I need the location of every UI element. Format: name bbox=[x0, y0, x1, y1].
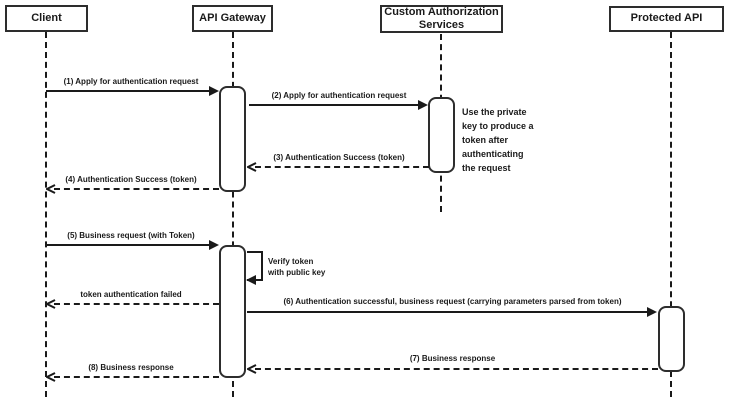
actor-box-protected-api: Protected API bbox=[609, 6, 724, 32]
open-arrowhead-icon bbox=[46, 184, 56, 194]
lifeline-api-gateway bbox=[232, 32, 234, 397]
open-arrowhead-icon bbox=[46, 299, 56, 309]
lifeline-client bbox=[45, 32, 47, 397]
actor-box-custom-auth: Custom Authorization Services bbox=[380, 5, 503, 33]
open-arrowhead-icon bbox=[247, 162, 257, 172]
filled-arrowhead-icon bbox=[209, 86, 219, 96]
filled-arrowhead-icon bbox=[209, 240, 219, 250]
message-arrow-4 bbox=[54, 188, 219, 190]
message-arrow-1 bbox=[46, 90, 210, 92]
activation-bar-api-gateway-business bbox=[219, 245, 246, 378]
message-arrow-3 bbox=[255, 166, 429, 168]
message-label-6: (6) Authentication successful, business … bbox=[283, 297, 622, 306]
open-arrowhead-icon bbox=[247, 364, 257, 374]
message-label-verify-token: Verify token with public key bbox=[268, 257, 326, 277]
message-label-5: (5) Business request (with Token) bbox=[67, 231, 195, 240]
open-arrowhead-icon bbox=[46, 372, 56, 382]
message-label-7: (7) Business response bbox=[409, 354, 496, 363]
filled-arrowhead-icon bbox=[418, 100, 428, 110]
message-arrow-7 bbox=[255, 368, 658, 370]
message-label-8: (8) Business response bbox=[88, 363, 174, 372]
message-label-1: (1) Apply for authentication request bbox=[63, 77, 199, 86]
filled-arrowhead-icon bbox=[647, 307, 657, 317]
message-arrow-token-failed bbox=[54, 303, 219, 305]
message-arrow-2 bbox=[249, 104, 419, 106]
activation-bar-protected-api bbox=[658, 306, 685, 372]
message-label-2: (2) Apply for authentication request bbox=[271, 91, 407, 100]
activation-bar-api-gateway-auth bbox=[219, 86, 246, 192]
activation-bar-custom-auth bbox=[428, 97, 455, 173]
message-label-token-failed: token authentication failed bbox=[80, 290, 182, 299]
actor-box-client: Client bbox=[5, 5, 88, 32]
note-private-key: Use the private key to produce a token a… bbox=[462, 107, 534, 173]
filled-arrowhead-icon bbox=[246, 275, 256, 285]
lifeline-protected-api bbox=[670, 32, 672, 397]
message-arrow-8 bbox=[54, 376, 219, 378]
message-label-4: (4) Authentication Success (token) bbox=[65, 175, 197, 184]
actor-box-api-gateway: API Gateway bbox=[192, 5, 273, 32]
message-arrow-5 bbox=[46, 244, 210, 246]
message-label-3: (3) Authentication Success (token) bbox=[273, 153, 405, 162]
message-arrow-6 bbox=[247, 311, 648, 313]
